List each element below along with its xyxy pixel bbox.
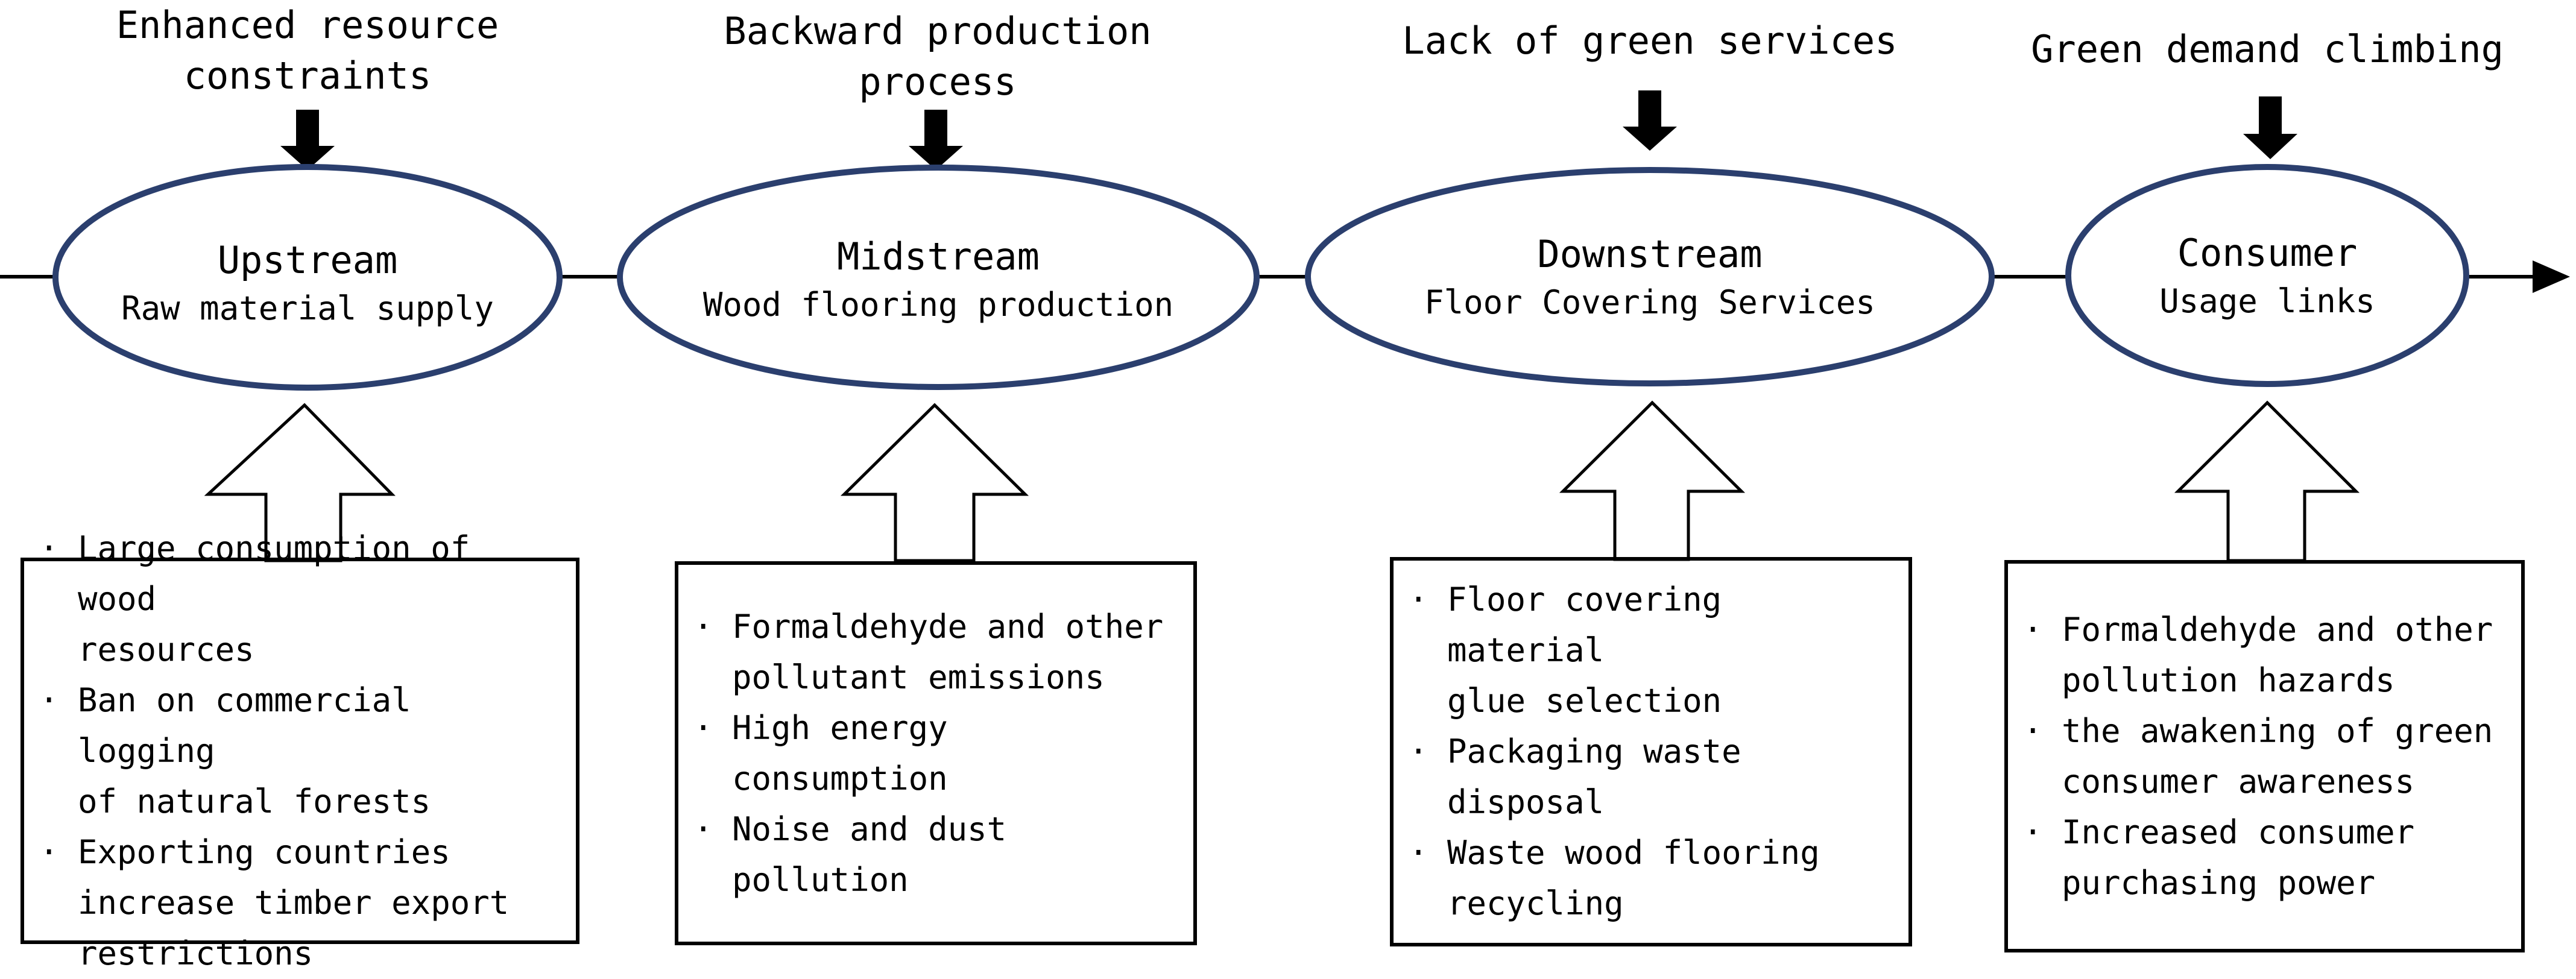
up-hollow-arrow-icon [2174,400,2360,562]
constraint-title-line: constraints [183,54,432,98]
bullet-dot: · [693,607,713,646]
stage-name: Upstream [217,238,398,282]
stage-label-midstream: Midstream Wood flooring production [667,231,1210,328]
factor-box-midstream: · Formaldehyde and other pollutant emiss… [677,563,1195,943]
constraint-title-line: Green demand climbing [2031,27,2504,71]
factor-item: · Floor covering material glue selection [1409,574,1892,726]
stage-subtitle: Usage links [2159,282,2375,320]
factor-item: · the awakening of green consumer awaren… [2023,706,2505,807]
factor-box-frame-consumer [2004,560,2525,952]
up-hollow-arrow-icon [1559,400,1746,561]
factor-item: · Waste wood flooring recycling [1409,828,1892,929]
factor-box-downstream: · Floor covering material glue selection… [1392,559,1910,945]
stage-subtitle: Floor Covering Services [1424,283,1875,321]
constraint-title-midstream: Backward production process [693,6,1182,107]
stage-ellipse-consumer [2065,164,2469,387]
constraint-title-line: Enhanced resource [116,3,499,47]
stage-label-downstream: Downstream Floor Covering Services [1378,229,1921,326]
factor-text: Noise and dust pollution [732,810,1007,899]
stage-label-consumer: Consumer Usage links [2086,228,2448,324]
down-arrow-icon [2243,96,2297,159]
stage-ellipse-midstream [617,165,1260,390]
factor-item: · Formaldehyde and other pollutant emiss… [693,602,1177,703]
stage-label-upstream: Upstream Raw material supply [66,235,549,332]
constraint-title-line: Backward production [724,9,1152,53]
down-arrow-icon [909,110,963,170]
factor-text: Formaldehyde and other pollutant emissio… [732,607,1164,696]
bullet-dot: · [693,708,713,747]
factor-item: · Large consumption of wood resources [39,523,560,675]
constraint-title-upstream: Enhanced resource constraints [66,0,549,101]
factor-text: Floor covering material glue selection [1447,581,1722,720]
bullet-dot: · [693,810,713,848]
bullet-dot: · [1409,834,1428,872]
down-arrow-icon [1623,90,1677,151]
constraint-title-downstream: Lack of green services [1378,16,1921,66]
factor-item: · Formaldehyde and other pollution hazar… [2023,605,2505,706]
bullet-dot: · [2023,610,2043,649]
stage-name: Downstream [1537,232,1763,276]
factor-text: Exporting countries increase timber expo… [78,833,510,972]
factor-box-consumer: · Formaldehyde and other pollution hazar… [2006,562,2523,951]
factor-text: Formaldehyde and other pollution hazards [2062,610,2493,699]
factor-text: Waste wood flooring recycling [1447,834,1820,922]
factor-text: Increased consumer purchasing power [2062,813,2415,902]
stage-upstream-graphics [52,110,563,562]
stage-subtitle: Wood flooring production [702,286,1174,324]
constraint-title-consumer: Green demand climbing [1990,24,2545,75]
constraint-title-line: Lack of green services [1402,19,1898,63]
factor-box-frame-midstream [675,561,1197,945]
factor-box-frame-downstream [1390,557,1912,946]
factor-box-upstream: · Large consumption of wood resources · … [22,529,578,972]
constraint-title-line: process [859,60,1017,104]
stage-consumer-graphics [2065,96,2469,562]
stage-midstream-graphics [617,110,1260,562]
bullet-dot: · [2023,813,2043,851]
factor-item: · Increased consumer purchasing power [2023,807,2505,908]
stage-name: Consumer [2177,231,2358,275]
factor-item: · High energy consumption [693,703,1177,804]
stage-subtitle: Raw material supply [121,289,494,327]
bullet-dot: · [1409,732,1428,770]
factor-item: · Exporting countries increase timber ex… [39,827,560,979]
bullet-dot: · [2023,711,2043,750]
chain-axis-arrowhead [2533,260,2570,293]
stage-ellipse-downstream [1305,167,1995,386]
bullet-dot: · [39,681,59,719]
factor-text: High energy consumption [732,708,948,798]
factor-box-frame-upstream [21,558,579,944]
factor-text: Packaging waste disposal [1447,732,1741,821]
bullet-dot: · [39,529,59,567]
factor-item: · Ban on commercial logging of natural f… [39,675,560,827]
factor-text: Large consumption of wood resources [78,529,470,669]
factor-item: · Packaging waste disposal [1409,726,1892,828]
factor-item: · Noise and dust pollution [693,804,1177,905]
factor-text: the awakening of green consumer awarenes… [2062,711,2493,801]
down-arrow-icon [280,110,335,170]
factor-text: Ban on commercial logging of natural for… [78,681,431,820]
bullet-dot: · [1409,581,1428,619]
up-hollow-arrow-icon [840,403,1029,562]
stage-ellipse-upstream [52,164,563,391]
stage-name: Midstream [837,235,1040,279]
bullet-dot: · [39,833,59,871]
